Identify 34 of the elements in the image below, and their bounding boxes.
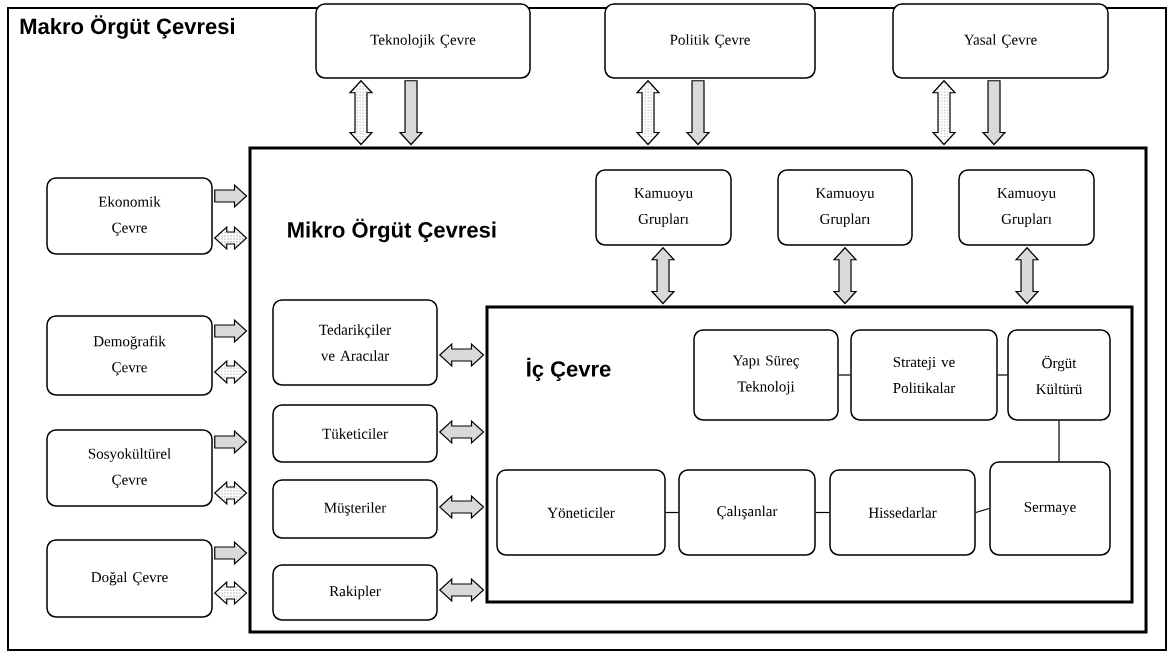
rounded-box: Çalışanlar: [678, 469, 816, 556]
rounded-box: Müşteriler: [272, 479, 438, 539]
rounded-box: Sosyokültürel Çevre: [46, 429, 213, 507]
connector-line: [815, 511, 830, 514]
rounded-box: Yapı Süreç Teknoloji: [693, 329, 839, 421]
connector-line: [838, 374, 851, 376]
rounded-box: Yasal Çevre: [892, 3, 1109, 79]
rounded-box: Yöneticiler: [496, 469, 666, 556]
rounded-box: Doğal Çevre: [46, 539, 213, 618]
block-arrow: [398, 80, 424, 146]
block-arrow: [214, 429, 248, 455]
block-arrow: [214, 540, 248, 566]
rounded-box: Kamuoyu Grupları: [958, 169, 1095, 246]
connector-line: [665, 511, 679, 514]
connector-line: [1058, 420, 1060, 462]
block-arrow: [685, 80, 711, 146]
rounded-box: Sermaye: [989, 461, 1111, 556]
rounded-box: Kamuoyu Grupları: [595, 169, 732, 246]
rounded-box: Ekonomik Çevre: [46, 177, 213, 255]
rounded-box: Hissedarlar: [829, 469, 976, 556]
connector-line: [997, 374, 1008, 376]
block-arrow: [214, 183, 248, 209]
rounded-box: Tedarikçiler ve Aracılar: [272, 299, 438, 386]
rounded-box: Rakipler: [272, 564, 438, 621]
connector-line: [975, 507, 990, 514]
block-arrow: [214, 318, 248, 344]
rounded-box: Teknolojik Çevre: [315, 3, 531, 79]
rounded-box: Tüketiciler: [272, 404, 438, 463]
rounded-box: Demoğrafik Çevre: [46, 315, 213, 396]
rounded-box: Strateji ve Politikalar: [850, 329, 998, 421]
rounded-box: Örgüt Kültürü: [1007, 329, 1111, 421]
block-arrow: [981, 80, 1007, 146]
rounded-box: Kamuoyu Grupları: [777, 169, 913, 246]
rounded-box: Politik Çevre: [604, 3, 816, 79]
